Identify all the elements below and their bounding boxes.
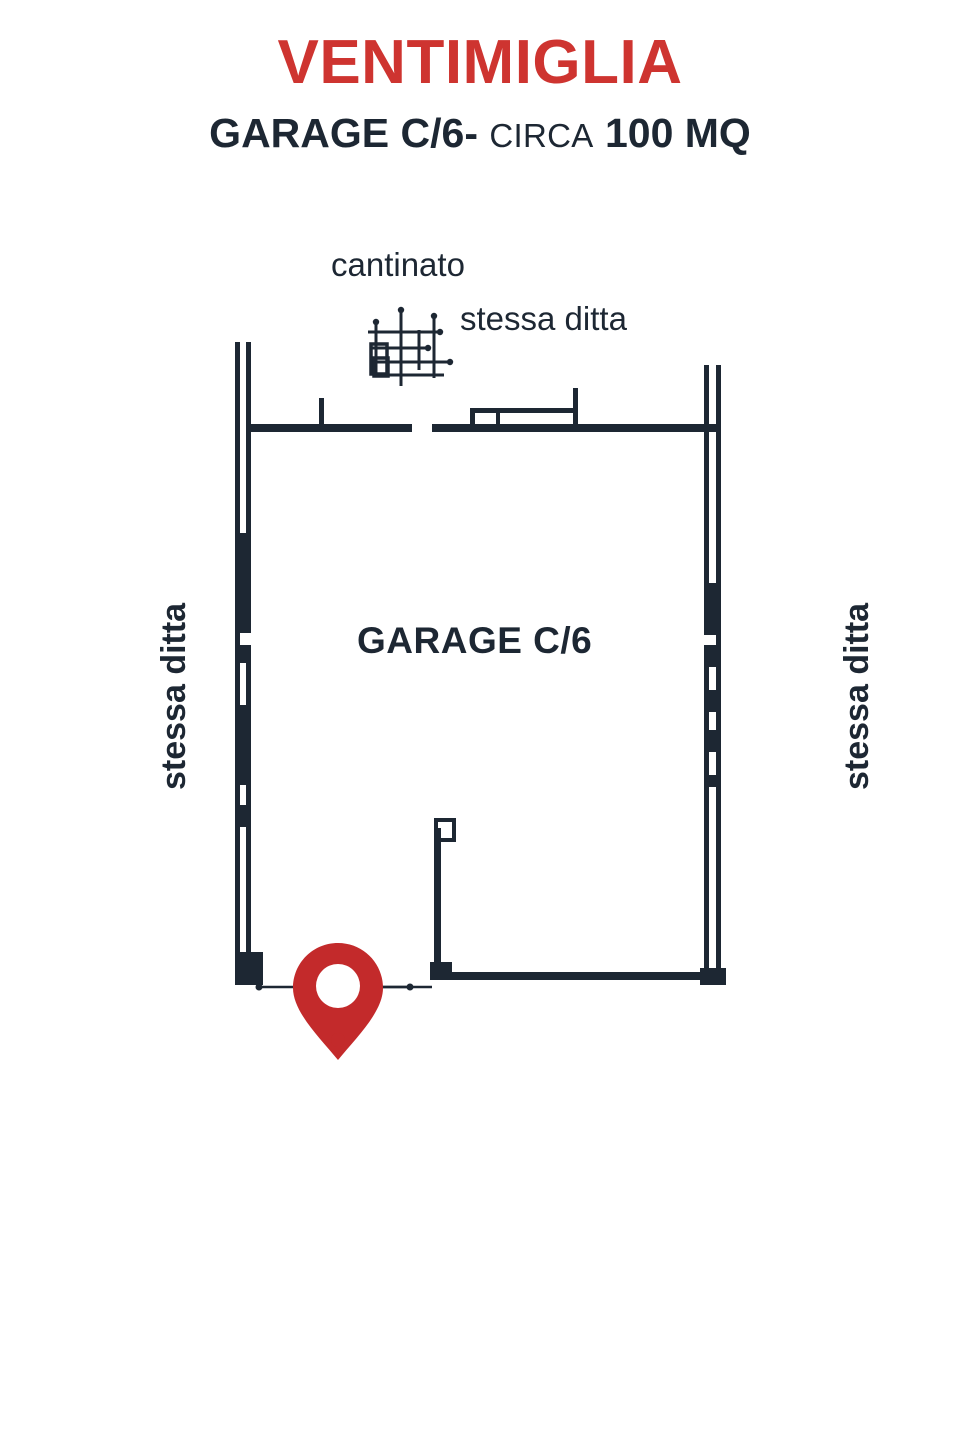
wall-top-left-jamb <box>319 398 324 426</box>
door-opening-tick-left <box>255 983 263 991</box>
window-sill-left-jamb <box>470 408 475 426</box>
wall-left-inner-upper <box>246 342 251 593</box>
wall-left-outer-lower <box>235 630 240 985</box>
stair-symbol-icon <box>368 306 454 386</box>
wall-left-inner-lower <box>246 660 251 960</box>
wall-right-pier-3 <box>704 690 721 712</box>
plan-walls <box>235 342 726 985</box>
wall-left-pier-4 <box>235 805 251 827</box>
pilaster-bottom <box>434 838 456 842</box>
window-sill-divider <box>496 408 500 426</box>
window-sill-top-rail <box>470 408 578 413</box>
annotation-stessa-ditta-right: stessa ditta <box>838 602 876 790</box>
wall-right-pier-4 <box>704 730 721 752</box>
window-sill-riser <box>573 388 578 426</box>
partition-corner-node <box>430 962 452 980</box>
wall-right-pier-5 <box>704 775 721 787</box>
page-title-city: VENTIMIGLIA <box>277 28 683 97</box>
subtitle-unit: GARAGE C/6 <box>209 110 465 157</box>
wall-right-outer-upper <box>716 365 721 593</box>
wall-right-inner-lower <box>704 660 709 985</box>
garage-door-opening <box>255 983 432 991</box>
wall-left-pier-3 <box>235 705 251 785</box>
page-subtitle: GARAGE C/6- CIRCA 100 MQ <box>0 95 960 156</box>
pilaster-top <box>434 818 456 822</box>
subtitle-area: 100 MQ <box>604 110 751 157</box>
location-pin-body <box>293 943 383 1060</box>
wall-right-bottom-foot <box>700 968 726 985</box>
location-pin-dot <box>331 1033 345 1047</box>
annotation-stessa-ditta-left: stessa ditta <box>155 602 193 790</box>
annotation-stessa-ditta-top: stessa ditta <box>460 300 627 337</box>
subtitle-dash: - <box>464 110 478 157</box>
wall-right-outer-lower <box>716 635 721 985</box>
subtitle-circa: CIRCA <box>489 117 594 155</box>
wall-top-left-segment <box>246 424 412 432</box>
wall-right-pier-2 <box>704 645 721 667</box>
partition-horizontal <box>434 972 714 980</box>
door-opening-tick-right <box>406 983 414 991</box>
header: VENTIMIGLIA GARAGE C/6- CIRCA 100 MQ <box>0 0 960 156</box>
location-pin-icon[interactable] <box>293 943 383 1060</box>
pilaster-left <box>434 818 438 842</box>
pilaster-right <box>452 818 456 842</box>
wall-left-bottom-foot <box>235 952 263 985</box>
wall-right-pier-1 <box>704 583 721 635</box>
annotation-cantinato: cantinato <box>331 246 465 283</box>
wall-right-inner-upper <box>704 365 709 593</box>
location-pin-hole <box>316 964 360 1008</box>
wall-left-outer-upper <box>235 342 240 606</box>
wall-top-right-segment <box>432 424 717 432</box>
wall-left-pier-2 <box>235 645 251 663</box>
partition-vertical <box>434 828 441 980</box>
wall-left-pier-1 <box>235 533 251 633</box>
room-label-garage: GARAGE C/6 <box>357 620 593 661</box>
